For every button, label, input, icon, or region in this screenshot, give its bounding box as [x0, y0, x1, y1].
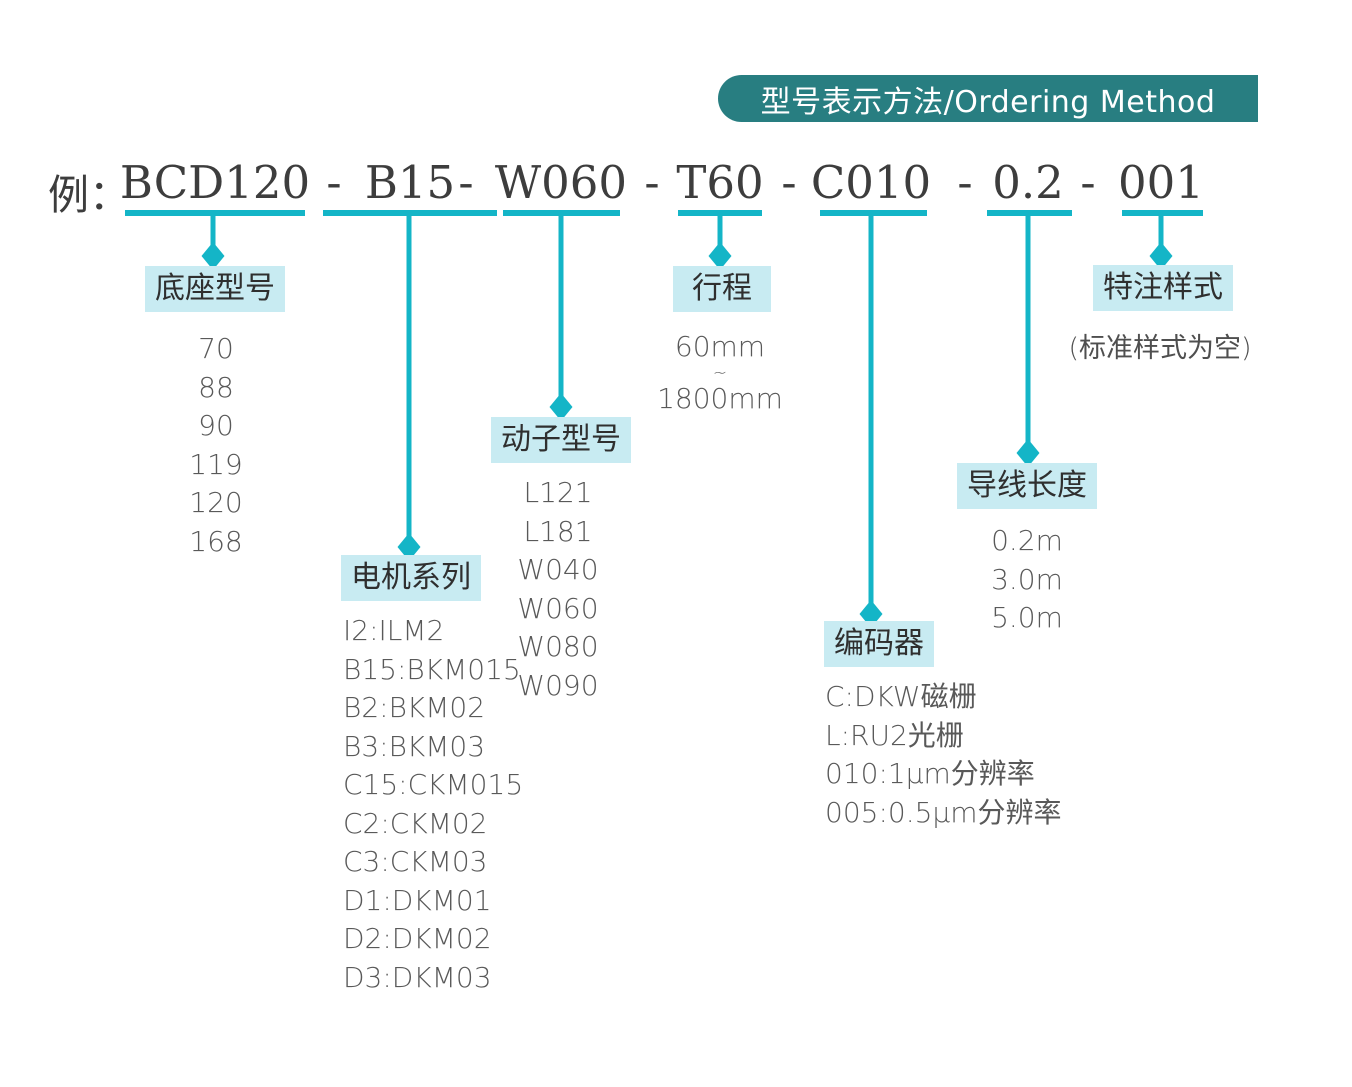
list-item: 5.0m: [991, 601, 1063, 634]
diamond-icon: [708, 242, 732, 270]
list-item: W090: [517, 668, 599, 702]
list-item: 88: [198, 370, 234, 404]
list-item: L121: [523, 476, 593, 509]
list-item: 010:1μm分辨率: [825, 757, 1035, 790]
connector-stem-special: [1158, 216, 1164, 246]
list-item: C2:CKM02: [343, 806, 488, 840]
base-model-options: 70 88 90 119 120 168: [189, 330, 242, 561]
list-item: I2:ILM2: [343, 614, 445, 647]
connector-stem-base: [210, 216, 216, 246]
connector-stem-motor: [406, 216, 412, 536]
connector-stem-stroke: [717, 216, 723, 246]
list-item: 90: [198, 409, 234, 442]
list-item: 3.0m: [991, 562, 1063, 596]
model-code-motor: B15: [364, 156, 456, 209]
diamond-icon: [549, 393, 573, 421]
list-item: C3:CKM03: [343, 845, 488, 878]
list-item: B2:BKM02: [343, 691, 486, 724]
diamond-icon: [397, 533, 421, 561]
connector-underline-special: [1122, 210, 1203, 216]
connector-underline-stroke: [678, 210, 762, 216]
connector-underline-motor: [323, 210, 497, 216]
model-code-encoder: C010: [810, 156, 932, 209]
model-code-stroke: T60: [676, 156, 764, 209]
separator-dash: -: [781, 156, 797, 209]
connector-underline-base: [125, 210, 305, 216]
model-code-base: BCD120: [119, 156, 311, 209]
model-code-mover: W060: [494, 156, 628, 209]
connector-stem-wire: [1025, 216, 1031, 442]
separator-dash: -: [957, 156, 973, 209]
list-item: 168: [189, 524, 243, 558]
list-item: 120: [189, 486, 243, 519]
encoder-options: C:DKW磁栅 L:RU2光栅 010:1μm分辨率 005:0.5μm分辨率: [825, 678, 1062, 832]
list-item: D3:DKM03: [343, 960, 492, 994]
special-style-note: (标准样式为空): [1068, 333, 1252, 364]
list-item: 1800mm: [657, 381, 783, 415]
list-item: 005:0.5μm分辨率: [825, 795, 1062, 829]
list-item: D2:DKM02: [343, 922, 492, 955]
separator-dash: -: [458, 156, 474, 209]
list-item: 60mm: [674, 330, 766, 363]
label-mover-model: 动子型号: [491, 417, 631, 463]
list-item: B3:BKM03: [343, 729, 486, 763]
example-prefix: 例：: [48, 171, 130, 219]
page-title: 型号表示方法/Ordering Method: [760, 84, 1216, 120]
label-wire-length: 导线长度: [957, 463, 1097, 509]
separator-dash: -: [644, 156, 660, 209]
diamond-icon: [1016, 439, 1040, 467]
list-item: W080: [517, 630, 599, 663]
diamond-icon: [201, 242, 225, 270]
model-code-wire: 0.2: [992, 156, 1064, 209]
label-stroke: 行程: [673, 266, 771, 312]
list-item: W060: [517, 591, 599, 625]
list-item: W040: [517, 553, 599, 586]
model-code-special: 001: [1118, 156, 1204, 209]
list-item: B15:BKM015: [343, 652, 521, 686]
stroke-range: 60mm~1800mm: [657, 328, 783, 418]
list-item: 0.2m: [991, 524, 1063, 557]
separator-dash: -: [326, 156, 342, 209]
list-item: L:RU2光栅: [825, 718, 964, 752]
list-item: C15:CKM015: [343, 768, 524, 801]
list-item: 119: [189, 447, 243, 481]
list-item: D1:DKM01: [343, 883, 492, 917]
label-special-style: 特注样式: [1093, 265, 1233, 311]
connector-underline-encoder: [820, 210, 927, 216]
connector-underline-mover: [503, 210, 620, 216]
label-motor-series: 电机系列: [341, 555, 481, 601]
wire-length-options: 0.2m 3.0m 5.0m: [991, 522, 1063, 638]
list-item: 70: [198, 332, 234, 365]
label-base-model: 底座型号: [145, 266, 285, 312]
diamond-icon: [1149, 242, 1173, 270]
list-item: ~: [712, 362, 728, 383]
separator-dash: -: [1080, 156, 1096, 209]
connector-underline-wire: [987, 210, 1072, 216]
title-banner: 型号表示方法/Ordering Method: [718, 75, 1258, 122]
label-encoder: 编码器: [824, 621, 934, 667]
connector-stem-encoder: [868, 216, 874, 603]
list-item: L181: [523, 514, 593, 548]
list-item: C:DKW磁栅: [825, 680, 977, 713]
connector-stem-mover: [558, 216, 564, 396]
